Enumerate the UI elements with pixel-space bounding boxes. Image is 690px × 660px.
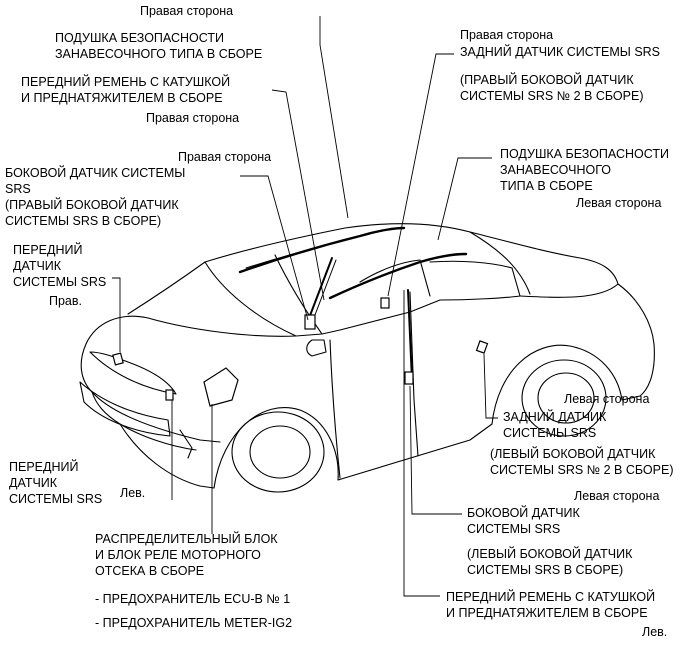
front-belt-left-label: ПЕРЕДНИЙ РЕМЕНЬ С КАТУШКОЙ И ПРЕДНАТЯЖИТ… (446, 589, 655, 621)
relay-fuse-2: - ПРЕДОХРАНИТЕЛЬ METER-IG2 (95, 616, 293, 630)
side-sensor-left-line: (ЛЕВЫЙ БОКОВОЙ ДАТЧИК (467, 547, 633, 561)
rear-sensor-left-line: СИСТЕМЫ SRS (503, 426, 597, 440)
grille-outline (79, 381, 171, 437)
relay-block-line: РАСПРЕДЕЛИТЕЛЬНЫЙ БЛОК (95, 532, 278, 546)
leader-side-sensor-right (240, 175, 309, 321)
side-sensor-right-line: SRS (5, 182, 31, 196)
front-sensor-left-side: Лев. (120, 486, 146, 500)
front-sensor-left-part (165, 389, 174, 401)
side-sensor-right-line: БОКОВОЙ ДАТЧИК СИСТЕМЫ (5, 166, 186, 180)
rear-sensor-right-title: ЗАДНИЙ ДАТЧИК СИСТЕМЫ SRS (460, 45, 661, 59)
curtain-right-line: ПОДУШКА БЕЗОПАСНОСТИ (55, 31, 224, 45)
front-sensor-right-line: ПЕРЕДНИЙ (13, 243, 83, 257)
b-pillar (409, 291, 419, 457)
front-sensor-left-line: ПЕРЕДНИЙ (9, 460, 79, 474)
front-sensor-right-line: ДАТЧИК (13, 259, 62, 273)
curtain-airbag-right (238, 226, 406, 274)
rear-sensor-right-note: (ПРАВЫЙ БОКОВОЙ ДАТЧИК СИСТЕМЫ SRS № 2 В… (460, 72, 644, 104)
headlight-outline (89, 351, 177, 395)
curtain-right-line: ЗАНАВЕСОЧНОГО ТИПА В СБОРЕ (55, 47, 263, 61)
front-belt-right-side: Правая сторона (146, 111, 240, 125)
curtain-left-side: Левая сторона (576, 196, 662, 210)
front-belt-right-line: И ПРЕДНАТЯЖИТЕЛЕМ В СБОРЕ (21, 91, 223, 105)
rear-sensor-left-side: Левая сторона (564, 392, 650, 406)
side-mirror (306, 339, 327, 357)
leader-rear-sensor-left (483, 353, 498, 419)
side-sensor-left-note: (ЛЕВЫЙ БОКОВОЙ ДАТЧИК СИСТЕМЫ SRS В СБОР… (467, 546, 632, 578)
rear-sensor-right-line: (ПРАВЫЙ БОКОВОЙ ДАТЧИК (460, 73, 634, 87)
car-roof-outline (204, 223, 619, 285)
leader-side-sensor-left (409, 385, 462, 515)
curtain-left-label: ПОДУШКА БЕЗОПАСНОСТИ ЗАНАВЕСОЧНОГО ТИПА … (500, 146, 669, 194)
side-sensor-right-part (304, 314, 316, 330)
rear-sensor-right-line: СИСТЕМЫ SRS № 2 В СБОРЕ) (460, 89, 644, 103)
relay-fuse-1: - ПРЕДОХРАНИТЕЛЬ ECU-B № 1 (95, 592, 291, 606)
rear-sensor-left-line: ЗАДНИЙ ДАТЧИК (503, 410, 607, 424)
leader-rear-sensor-right (387, 53, 454, 297)
leader-front-belt-right (271, 89, 325, 301)
front-sensor-left-line: ДАТЧИК (9, 476, 58, 490)
rear-body-outline (519, 283, 655, 397)
rear-sensor-left-line: СИСТЕМЫ SRS № 2 В СБОРЕ) (490, 463, 674, 477)
curtain-right-label: ПОДУШКА БЕЗОПАСНОСТИ ЗАНАВЕСОЧНОГО ТИПА … (55, 30, 262, 62)
relay-block-part (203, 367, 239, 407)
relay-block-line: ОТСЕКА В СБОРЕ (95, 564, 205, 578)
front-wheel (231, 411, 325, 493)
front-belt-right-label: ПЕРЕДНИЙ РЕМЕНЬ С КАТУШКОЙ И ПРЕДНАТЯЖИТ… (21, 74, 230, 106)
front-bumper-outline (80, 343, 221, 443)
curtain-left-line: ЗАНАВЕСОЧНОГО (500, 163, 611, 177)
side-sensor-right-side: Правая сторона (178, 150, 272, 164)
front-wheel-arch (213, 407, 339, 489)
front-sensor-left-line: СИСТЕМЫ SRS (9, 492, 103, 506)
front-belt-left-side: Лев. (642, 625, 668, 639)
front-belt-right-line: ПЕРЕДНИЙ РЕМЕНЬ С КАТУШКОЙ (21, 75, 231, 89)
rear-sensor-right-side: Правая сторона (460, 28, 554, 42)
rear-sensor-left-note: (ЛЕВЫЙ БОКОВОЙ ДАТЧИК СИСТЕМЫ SRS № 2 В … (490, 446, 674, 478)
side-sensor-left-label: БОКОВОЙ ДАТЧИК СИСТЕМЫ SRS (467, 505, 580, 537)
front-sensor-right-line: СИСТЕМЫ SRS (13, 275, 107, 289)
curtain-right-side: Правая сторона (140, 4, 234, 18)
rear-door-line (439, 295, 521, 301)
front-sensor-right-side: Прав. (49, 294, 83, 308)
front-sensor-right-label: ПЕРЕДНИЙ ДАТЧИК СИСТЕМЫ SRS (13, 242, 106, 290)
front-belt-left-line: И ПРЕДНАТЯЖИТЕЛЕМ В СБОРЕ (446, 606, 648, 620)
front-door-line (329, 339, 341, 479)
side-sensor-left-line: СИСТЕМЫ SRS (467, 522, 561, 536)
curtain-left-line: ТИПА В СБОРЕ (500, 179, 593, 193)
rear-sensor-left-part (475, 340, 489, 354)
rear-wheel-arch (491, 344, 623, 425)
front-sensor-left-label: ПЕРЕДНИЙ ДАТЧИК СИСТЕМЫ SRS (9, 459, 102, 507)
rear-sensor-left-label: ЗАДНИЙ ДАТЧИК СИСТЕМЫ SRS (503, 409, 606, 441)
rear-wheel (521, 359, 607, 437)
side-sensor-right-line: СИСТЕМЫ SRS В СБОРЕ) (5, 214, 162, 228)
side-sensor-left-part (404, 371, 414, 385)
rear-sensor-right-part (380, 297, 390, 309)
side-sill (337, 423, 493, 481)
curtain-left-line: ПОДУШКА БЕЗОПАСНОСТИ (500, 147, 669, 161)
hood-outline (85, 315, 297, 345)
side-sensor-left-line: БОКОВОЙ ДАТЧИК (467, 506, 580, 520)
side-sensor-left-line: СИСТЕМЫ SRS В СБОРЕ) (467, 563, 624, 577)
leader-curtain-left (437, 157, 492, 241)
front-belt-left-part (407, 289, 413, 381)
side-sensor-right-label: БОКОВОЙ ДАТЧИК СИСТЕМЫ SRS (ПРАВЫЙ БОКОВ… (5, 165, 185, 229)
front-belt-left-line: ПЕРЕДНИЙ РЕМЕНЬ С КАТУШКОЙ (446, 590, 656, 604)
front-sensor-right-part (112, 352, 124, 366)
leader-front-sensor-right (112, 277, 121, 352)
side-sensor-left-side: Левая сторона (574, 489, 660, 503)
rear-sensor-left-line: (ЛЕВЫЙ БОКОВОЙ ДАТЧИК (490, 447, 656, 461)
leader-curtain-right (319, 16, 349, 219)
side-sensor-right-line: (ПРАВЫЙ БОКОВОЙ ДАТЧИК (5, 198, 179, 212)
leader-front-belt-left (403, 290, 440, 597)
relay-block-line: И БЛОК РЕЛЕ МОТОРНОГО (95, 548, 261, 562)
curtain-airbag-left (328, 252, 468, 300)
relay-block-label: РАСПРЕДЕЛИТЕЛЬНЫЙ БЛОК И БЛОК РЕЛЕ МОТОР… (95, 531, 278, 579)
